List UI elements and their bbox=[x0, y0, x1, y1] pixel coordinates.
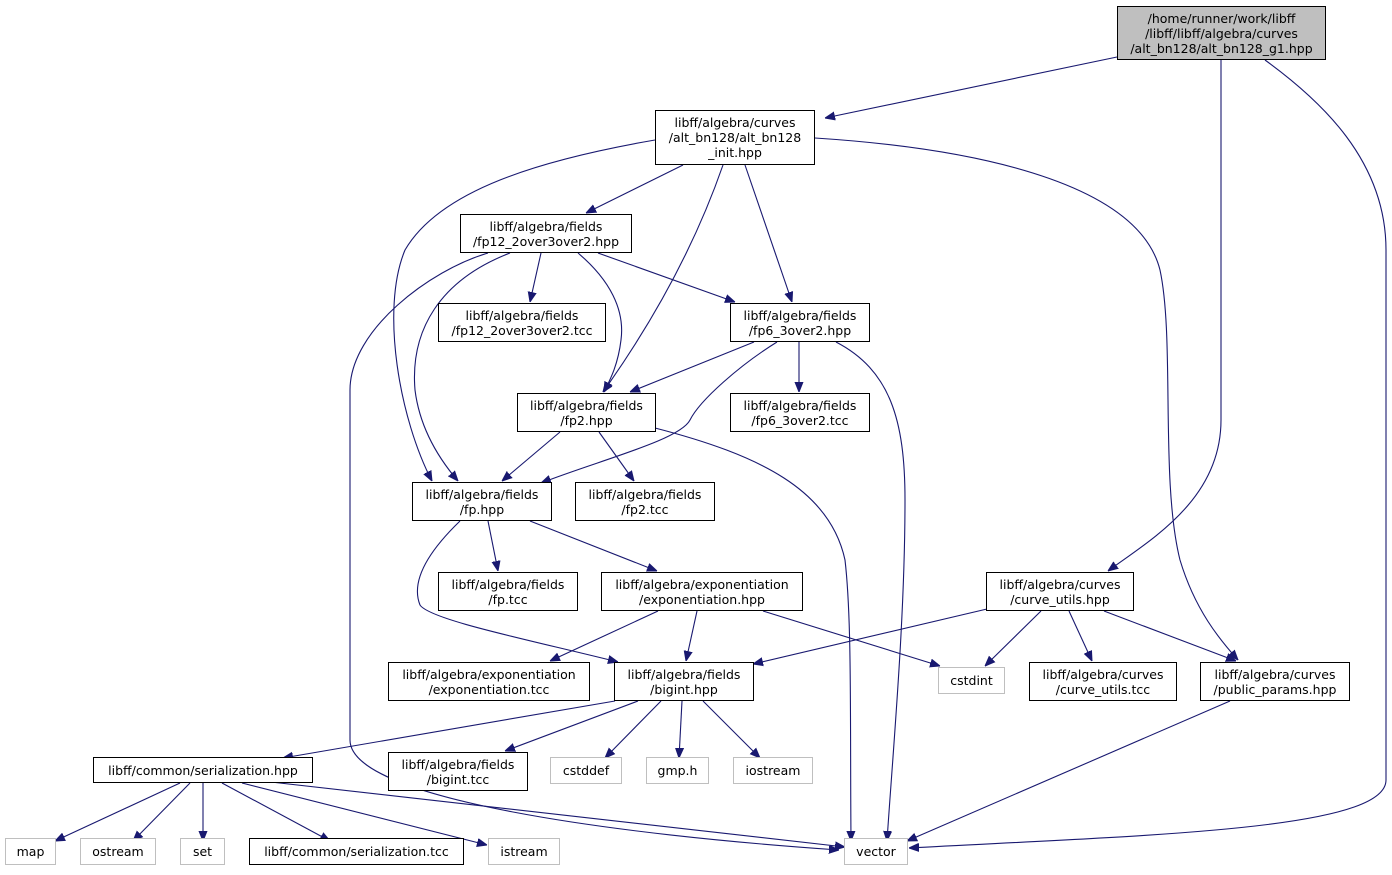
edge-serial-serialtcc bbox=[221, 782, 330, 841]
edge-init-fp2 bbox=[603, 164, 724, 392]
edge-curveutils-curveutilstcc bbox=[1068, 610, 1092, 661]
edge-fp12-fp2 bbox=[577, 252, 623, 392]
edge-fp-fptcc bbox=[487, 520, 498, 571]
edge-bigint-biginttcc bbox=[505, 700, 639, 751]
edge-root-vector bbox=[909, 59, 1387, 848]
edge-fp-exp bbox=[529, 520, 657, 571]
edge-exp-cstdint bbox=[762, 610, 940, 666]
node-alt-bn128-g1-hpp[interactable]: /home/runner/work/libff /libff/libff/alg… bbox=[1117, 6, 1326, 60]
edge-bigint-iostream bbox=[702, 700, 760, 758]
edge-fp12-fp12tcc bbox=[530, 252, 542, 302]
edge-bigint-serial bbox=[283, 700, 616, 758]
edge-init-fp6 bbox=[744, 164, 792, 302]
node-fp2-hpp[interactable]: libff/algebra/fields /fp2.hpp bbox=[517, 393, 656, 432]
edge-fp2-fp bbox=[502, 431, 561, 481]
node-fp2-tcc[interactable]: libff/algebra/fields /fp2.tcc bbox=[575, 482, 715, 521]
edge-fp6-vector bbox=[835, 341, 906, 841]
edge-serial-map bbox=[55, 782, 181, 841]
node-fp6-3over2-hpp[interactable]: libff/algebra/fields /fp6_3over2.hpp bbox=[730, 303, 870, 342]
edge-root-curveutils bbox=[1108, 60, 1222, 571]
node-cstddef[interactable]: cstddef bbox=[550, 757, 622, 784]
node-exponentiation-hpp[interactable]: libff/algebra/exponentiation /exponentia… bbox=[601, 572, 803, 611]
node-fp-tcc[interactable]: libff/algebra/fields /fp.tcc bbox=[438, 572, 578, 611]
edge-curveutils-pubparams bbox=[1103, 610, 1236, 661]
node-ostream[interactable]: ostream bbox=[80, 838, 156, 865]
node-fp6-3over2-tcc[interactable]: libff/algebra/fields /fp6_3over2.tcc bbox=[730, 393, 870, 432]
node-fp12-2over3over2-tcc[interactable]: libff/algebra/fields /fp12_2over3over2.t… bbox=[438, 303, 606, 342]
edge-root-init bbox=[825, 56, 1118, 118]
edge-fp12-fp bbox=[413, 252, 511, 481]
edge-curveutils-bigint bbox=[753, 608, 988, 664]
edge-fp6-fp bbox=[541, 341, 778, 483]
edge-fp2-vector bbox=[654, 427, 851, 841]
node-serialization-hpp[interactable]: libff/common/serialization.hpp bbox=[93, 757, 313, 783]
edge-serial-istream bbox=[241, 782, 487, 845]
edge-fp6-fp2 bbox=[630, 341, 755, 393]
node-vector[interactable]: vector bbox=[844, 838, 908, 865]
node-alt-bn128-init-hpp[interactable]: libff/algebra/curves /alt_bn128/alt_bn12… bbox=[655, 110, 815, 165]
edge-fp-bigint bbox=[416, 520, 618, 662]
node-gmp-h[interactable]: gmp.h bbox=[646, 757, 709, 784]
edge-bigint-cstddef bbox=[605, 700, 662, 758]
edge-fp2-fp2tcc bbox=[598, 431, 634, 481]
edge-exp-exptcc bbox=[550, 610, 659, 661]
node-curve-utils-hpp[interactable]: libff/algebra/curves /curve_utils.hpp bbox=[986, 572, 1134, 611]
edge-serial-vector bbox=[261, 780, 845, 847]
edge-exp-bigint bbox=[686, 610, 698, 661]
node-curve-utils-tcc[interactable]: libff/algebra/curves /curve_utils.tcc bbox=[1029, 662, 1177, 701]
edge-bigint-gmp bbox=[679, 700, 682, 758]
node-istream[interactable]: istream bbox=[488, 838, 560, 865]
node-public-params-hpp[interactable]: libff/algebra/curves /public_params.hpp bbox=[1200, 662, 1350, 701]
edge-init-fp12 bbox=[586, 164, 684, 213]
edge-init-pubparams bbox=[814, 137, 1238, 660]
node-serialization-tcc[interactable]: libff/common/serialization.tcc bbox=[249, 838, 464, 865]
edge-fp12-fp6 bbox=[597, 252, 735, 302]
node-fp-hpp[interactable]: libff/algebra/fields /fp.hpp bbox=[412, 482, 552, 521]
node-iostream[interactable]: iostream bbox=[733, 757, 813, 784]
node-cstdint[interactable]: cstdint bbox=[938, 667, 1005, 694]
edge-pubparams-vector bbox=[907, 700, 1231, 841]
node-map[interactable]: map bbox=[5, 838, 56, 865]
edge-init-fp bbox=[393, 139, 656, 481]
edge-fp12-vector bbox=[349, 252, 839, 850]
node-fp12-2over3over2-hpp[interactable]: libff/algebra/fields /fp12_2over3over2.h… bbox=[460, 214, 632, 253]
node-bigint-tcc[interactable]: libff/algebra/fields /bigint.tcc bbox=[388, 752, 528, 791]
edge-curveutils-cstdint bbox=[985, 610, 1042, 666]
node-exponentiation-tcc[interactable]: libff/algebra/exponentiation /exponentia… bbox=[388, 662, 590, 701]
edge-serial-ostream bbox=[133, 782, 191, 841]
node-set[interactable]: set bbox=[180, 838, 225, 865]
node-bigint-hpp[interactable]: libff/algebra/fields /bigint.hpp bbox=[614, 662, 754, 701]
